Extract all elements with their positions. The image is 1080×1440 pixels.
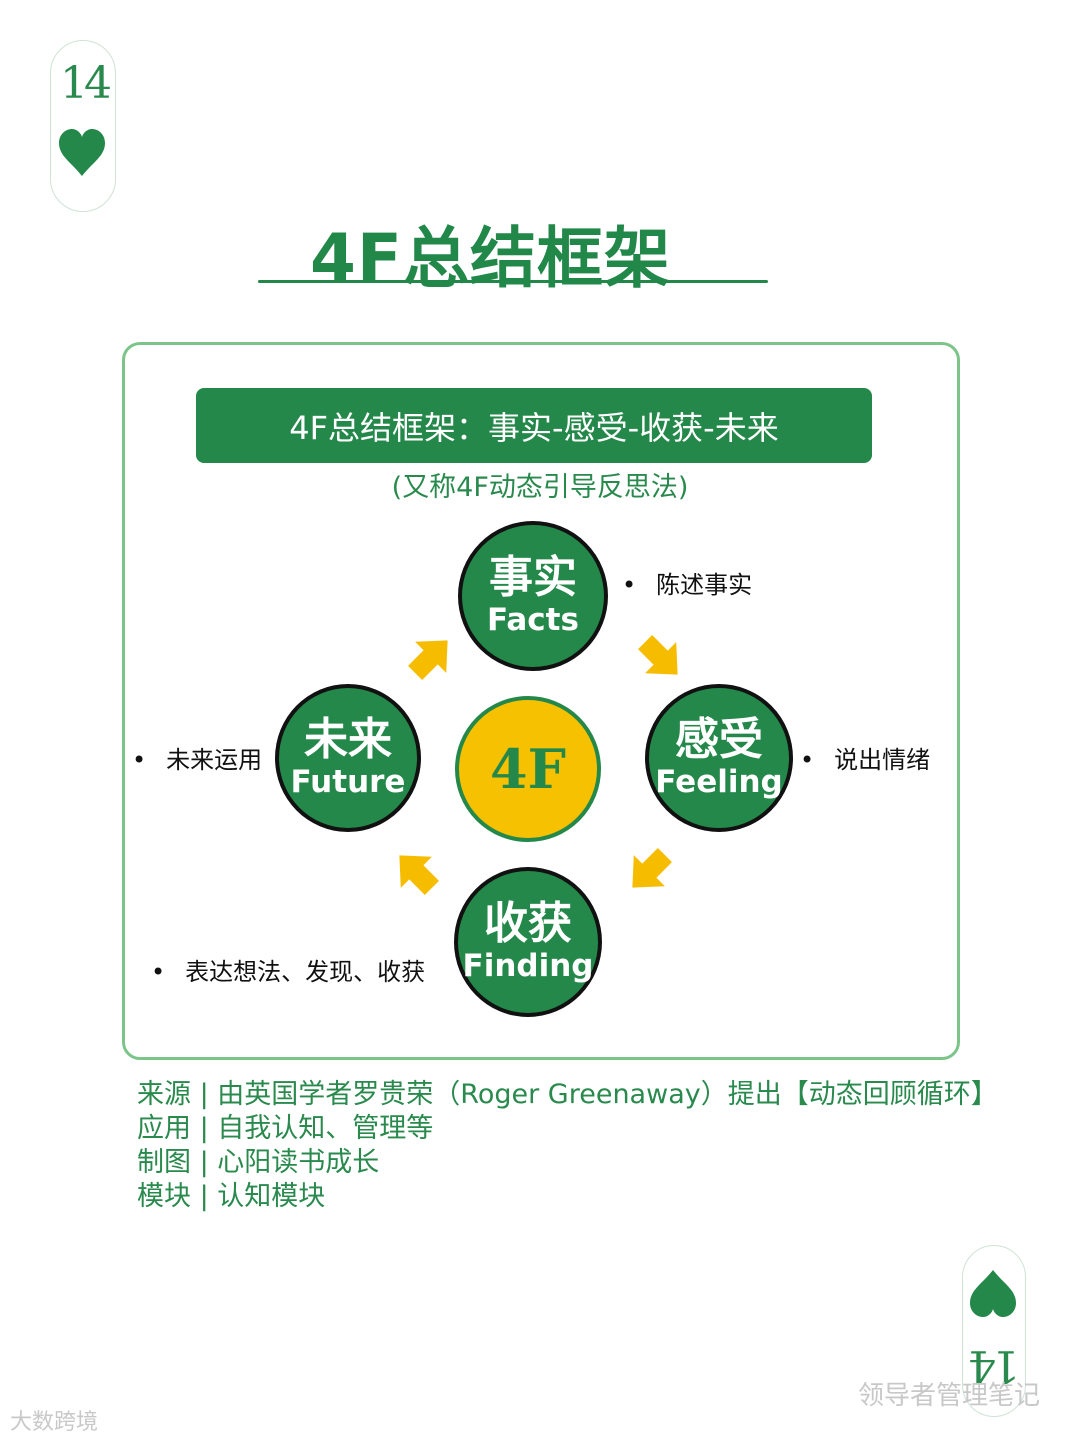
info-row: 制图 | 心阳读书成长 — [137, 1146, 998, 1180]
title-underline — [258, 280, 768, 283]
bullet: • — [800, 746, 815, 774]
separator: | — [199, 1147, 209, 1178]
node-future: 未来 Future — [275, 684, 421, 832]
arrow-future-to-facts — [399, 624, 464, 689]
separator: | — [199, 1181, 209, 1212]
page-title: 4F总结框架 — [310, 220, 672, 297]
watermark-right: 领导者管理笔记 — [858, 1381, 1041, 1411]
node-future-en: Future — [290, 764, 406, 800]
node-facts-cn: 事实 — [489, 552, 577, 603]
label-feeling-text: 说出情绪 — [834, 746, 931, 774]
center-4f: 4F — [455, 696, 601, 842]
watermark-left: 大数跨境 — [10, 1410, 99, 1435]
node-feeling-cn: 感受 — [675, 714, 763, 765]
banner: 4F总结框架：事实-感受-收获-未来 — [196, 388, 872, 463]
separator: | — [199, 1113, 209, 1144]
label-finding: • 表达想法、发现、收获 — [151, 952, 425, 987]
label-finding-text: 表达想法、发现、收获 — [185, 958, 426, 986]
label-future: • 未来运用 — [132, 740, 262, 775]
card-number-top: 14 — [60, 58, 112, 109]
node-facts: 事实 Facts — [458, 521, 608, 671]
heart-icon — [59, 129, 105, 176]
node-facts-en: Facts — [487, 602, 579, 638]
arrow-feeling-to-finding — [616, 839, 681, 904]
subtitle: (又称4F动态引导反思法) — [391, 472, 689, 503]
node-future-cn: 未来 — [304, 714, 392, 765]
label-future-text: 未来运用 — [166, 746, 263, 774]
separator: | — [199, 1079, 209, 1110]
node-finding: 收获 Finding — [454, 867, 602, 1017]
info-value: 心阳读书成长 — [217, 1147, 380, 1178]
node-finding-en: Finding — [462, 948, 594, 984]
arrow-finding-to-future — [383, 839, 448, 904]
arrow-facts-to-feeling — [629, 626, 694, 691]
label-facts: • 陈述事实 — [622, 565, 752, 600]
node-feeling: 感受 Feeling — [645, 684, 793, 832]
info-value: 认知模块 — [217, 1181, 326, 1212]
label-feeling: • 说出情绪 — [800, 740, 930, 775]
bullet: • — [622, 571, 637, 599]
info-row: 应用 | 自我认知、管理等 — [137, 1112, 998, 1146]
bullet: • — [132, 746, 147, 774]
card-corner-top — [50, 40, 116, 212]
info-key: 制图 — [137, 1147, 191, 1178]
info-key: 来源 — [137, 1079, 191, 1110]
heart-icon-inverted — [970, 1270, 1016, 1317]
card-corner-bottom — [962, 1245, 1026, 1417]
node-finding-cn: 收获 — [484, 898, 572, 949]
diagram-frame — [122, 342, 960, 1060]
info-value: 自我认知、管理等 — [217, 1113, 434, 1144]
node-feeling-en: Feeling — [655, 764, 783, 800]
label-facts-text: 陈述事实 — [656, 571, 753, 599]
info-key: 模块 — [137, 1181, 191, 1212]
info-row: 来源 | 由英国学者罗贵荣（Roger Greenaway）提出【动态回顾循环】 — [137, 1078, 998, 1112]
info-value: 由英国学者罗贵荣（Roger Greenaway）提出【动态回顾循环】 — [217, 1079, 998, 1110]
info-list: 来源 | 由英国学者罗贵荣（Roger Greenaway）提出【动态回顾循环】… — [137, 1078, 998, 1214]
bullet: • — [151, 958, 166, 986]
info-key: 应用 — [137, 1113, 191, 1144]
info-row: 模块 | 认知模块 — [137, 1180, 998, 1214]
